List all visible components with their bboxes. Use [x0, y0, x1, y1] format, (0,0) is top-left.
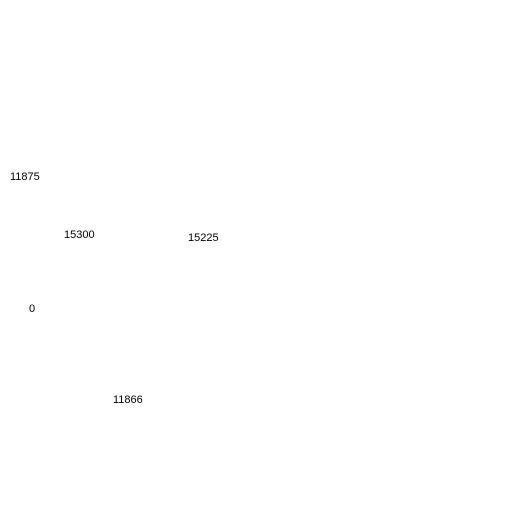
number-label: 15300: [64, 229, 95, 241]
number-label: 11866: [113, 394, 143, 406]
number-label: 0: [29, 303, 36, 315]
number-label: 11875: [10, 171, 40, 183]
number-label: 15225: [188, 232, 219, 244]
